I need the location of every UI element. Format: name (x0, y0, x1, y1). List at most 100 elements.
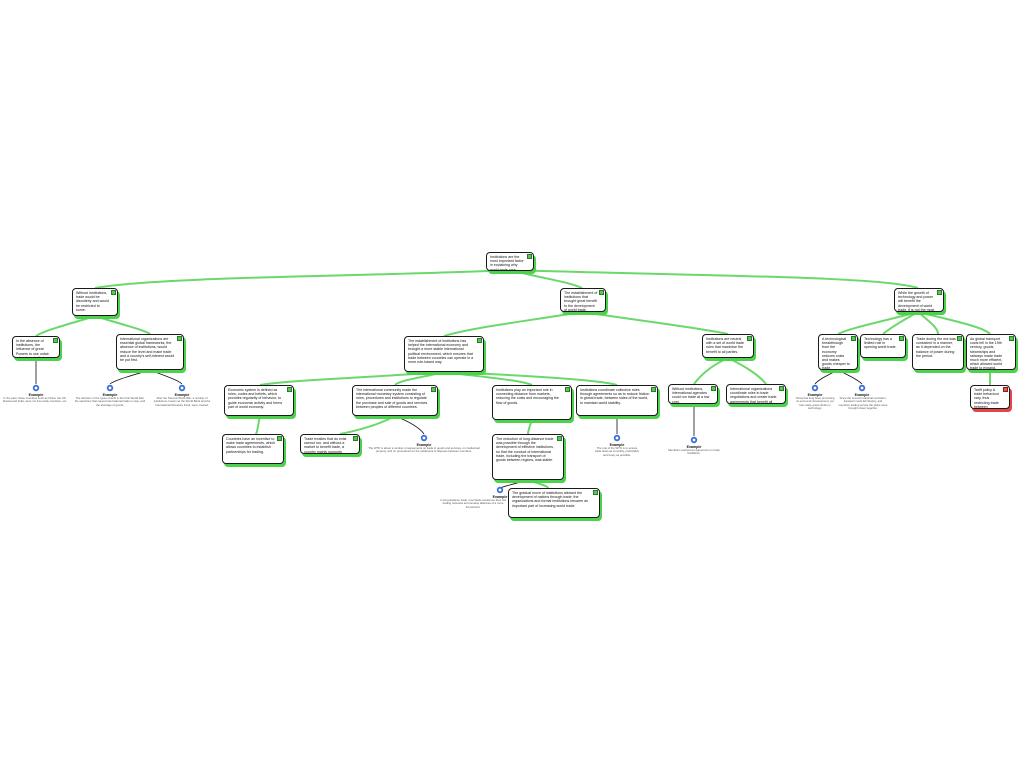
concept-text: As global transport costs fell in the 19… (970, 337, 1003, 370)
example-label: Example (28, 393, 44, 397)
concept-text: The establishment of institutions has he… (408, 339, 474, 365)
concept-distance-from-markets[interactable]: Institutions play an important role in c… (492, 385, 572, 420)
expand-icon[interactable] (593, 490, 598, 495)
example-link-icon (858, 384, 866, 392)
concept-incentive-agreements[interactable]: Countries have an incentive to make trad… (222, 434, 284, 464)
expand-icon[interactable] (477, 338, 482, 343)
expand-icon[interactable] (557, 436, 562, 441)
example-link-icon (690, 436, 698, 444)
expand-icon[interactable] (287, 387, 292, 392)
example-marker[interactable]: Example (674, 436, 714, 449)
example-note: The decision of the types of debt in the… (74, 396, 146, 407)
expand-icon[interactable] (353, 436, 358, 441)
example-link-icon (32, 384, 40, 392)
concept-balance-of-power[interactable]: Trade during the era was consistent in a… (912, 334, 964, 370)
example-marker[interactable]: Example (842, 384, 882, 397)
branch-technology-and-power[interactable]: While the growth of technology and power… (894, 288, 944, 312)
branch-without-institutions[interactable]: Without institutions, trade would be dis… (72, 288, 118, 316)
expand-icon[interactable] (1009, 336, 1014, 341)
example-note: In long-distance trade, merchants would … (440, 498, 506, 509)
example-marker[interactable]: Example (795, 384, 835, 397)
example-note: The WTO is about a number of agreements … (368, 446, 480, 454)
concept-absence-great-powers[interactable]: In the absence of institutions, the infl… (12, 336, 60, 358)
concept-tariff-policy[interactable]: Tariff policy & trade behaviour vary, th… (970, 385, 1010, 409)
example-marker[interactable]: Example (480, 486, 520, 499)
example-marker[interactable]: Example (597, 434, 637, 447)
example-link-icon (106, 384, 114, 392)
concept-low-cost-agencies[interactable]: Without institutions, international agen… (668, 384, 718, 404)
concept-text: Institutions play an important role in c… (496, 388, 559, 405)
concept-text: Tariff policy & trade behaviour vary, th… (974, 388, 999, 409)
expand-icon[interactable] (957, 336, 962, 341)
example-note: After the Second World War, a number of … (153, 396, 211, 407)
expand-icon[interactable] (565, 387, 570, 392)
example-link-icon (496, 486, 504, 494)
concept-text: A technological breakthrough from the ec… (822, 337, 850, 370)
expand-icon[interactable] (851, 336, 856, 341)
concept-text: Trade during the era was consistent in a… (916, 337, 956, 358)
concept-text: Institutions coordinate collective rules… (580, 388, 650, 405)
concept-text: Countries have an incentive to make trad… (226, 437, 276, 454)
root-concept[interactable]: Institutions are the most important fact… (486, 252, 534, 271)
example-label: Example (686, 445, 702, 449)
example-label: Example (807, 393, 823, 397)
expand-icon[interactable] (1003, 387, 1008, 392)
concept-text: Institutions are neutral with a set of w… (706, 337, 744, 354)
example-marker[interactable]: Example (162, 384, 202, 397)
concept-trade-treaties[interactable]: Trade treaties that do exist cannot run,… (300, 434, 360, 454)
concept-transport-costs[interactable]: As global transport costs fell in the 19… (966, 334, 1016, 370)
concept-long-distance-trade[interactable]: The reduction of long-distance trade was… (492, 434, 564, 480)
expand-icon[interactable] (111, 290, 116, 295)
concept-collective-rules[interactable]: Institutions coordinate collective rules… (576, 385, 658, 416)
concept-trade-agreements[interactable]: International organizations coordinate r… (726, 384, 786, 404)
example-link-icon (811, 384, 819, 392)
branch-text: Without institutions, trade would be dis… (76, 291, 109, 312)
example-label: Example (416, 443, 432, 447)
expand-icon[interactable] (599, 290, 604, 295)
expand-icon[interactable] (277, 436, 282, 441)
concept-international-monetary-system[interactable]: The international community made the int… (352, 385, 438, 416)
concept-text: The reduction of long-distance trade was… (496, 437, 554, 463)
expand-icon[interactable] (53, 338, 58, 343)
example-marker[interactable]: Example (16, 384, 56, 397)
example-link-icon (613, 434, 621, 442)
concept-technology-limited-role[interactable]: Technology has a limited role in opening… (860, 334, 906, 358)
concept-text: Without institutions, international agen… (672, 387, 710, 404)
expand-icon[interactable] (937, 290, 942, 295)
example-label: Example (492, 495, 508, 499)
concept-text: Trade treaties that do exist cannot run,… (304, 437, 347, 454)
example-note: Members reached an agreement on trade fa… (668, 448, 720, 456)
concept-technological-breakthrough[interactable]: A technological breakthrough from the ec… (818, 334, 858, 370)
concept-text: In the absence of institutions, the infl… (16, 339, 49, 358)
expand-icon[interactable] (711, 386, 716, 391)
example-link-icon (420, 434, 428, 442)
concept-text: Technology has a limited role in opening… (864, 337, 897, 350)
concept-international-organizations[interactable]: International organizations are essentia… (116, 334, 184, 370)
example-label: Example (174, 393, 190, 397)
example-marker[interactable]: Example (90, 384, 130, 397)
concept-gradual-move[interactable]: The gradual move of institutions allowed… (508, 488, 600, 518)
example-note: In the past, these countries such as Chi… (2, 396, 68, 404)
example-note: The role of the WTO is to ensure trade f… (594, 446, 640, 457)
expand-icon[interactable] (651, 387, 656, 392)
branch-establishment-of-institutions[interactable]: The establishment of institutions that b… (560, 288, 606, 312)
root-text: Institutions are the most important fact… (490, 255, 524, 271)
expand-icon[interactable] (747, 336, 752, 341)
example-label: Example (609, 443, 625, 447)
example-note: China has long been promoting its econom… (795, 396, 835, 411)
expand-icon[interactable] (779, 386, 784, 391)
expand-icon[interactable] (527, 254, 532, 259)
expand-icon[interactable] (177, 336, 182, 341)
concept-neutral-institutions[interactable]: Institutions are neutral with a set of w… (702, 334, 754, 358)
example-marker[interactable]: Example (404, 434, 444, 447)
concept-stable-political-environment[interactable]: The establishment of institutions has he… (404, 336, 484, 372)
expand-icon[interactable] (431, 387, 436, 392)
example-label: Example (102, 393, 118, 397)
concept-economic-system[interactable]: Economic system is defined as rules, cod… (224, 385, 294, 416)
concept-text: International organizations are essentia… (120, 337, 175, 363)
concept-text: The international community made the int… (356, 388, 428, 409)
branch-text: While the growth of technology and power… (898, 291, 935, 312)
concept-text: International organizations coordinate r… (730, 387, 777, 404)
expand-icon[interactable] (899, 336, 904, 341)
